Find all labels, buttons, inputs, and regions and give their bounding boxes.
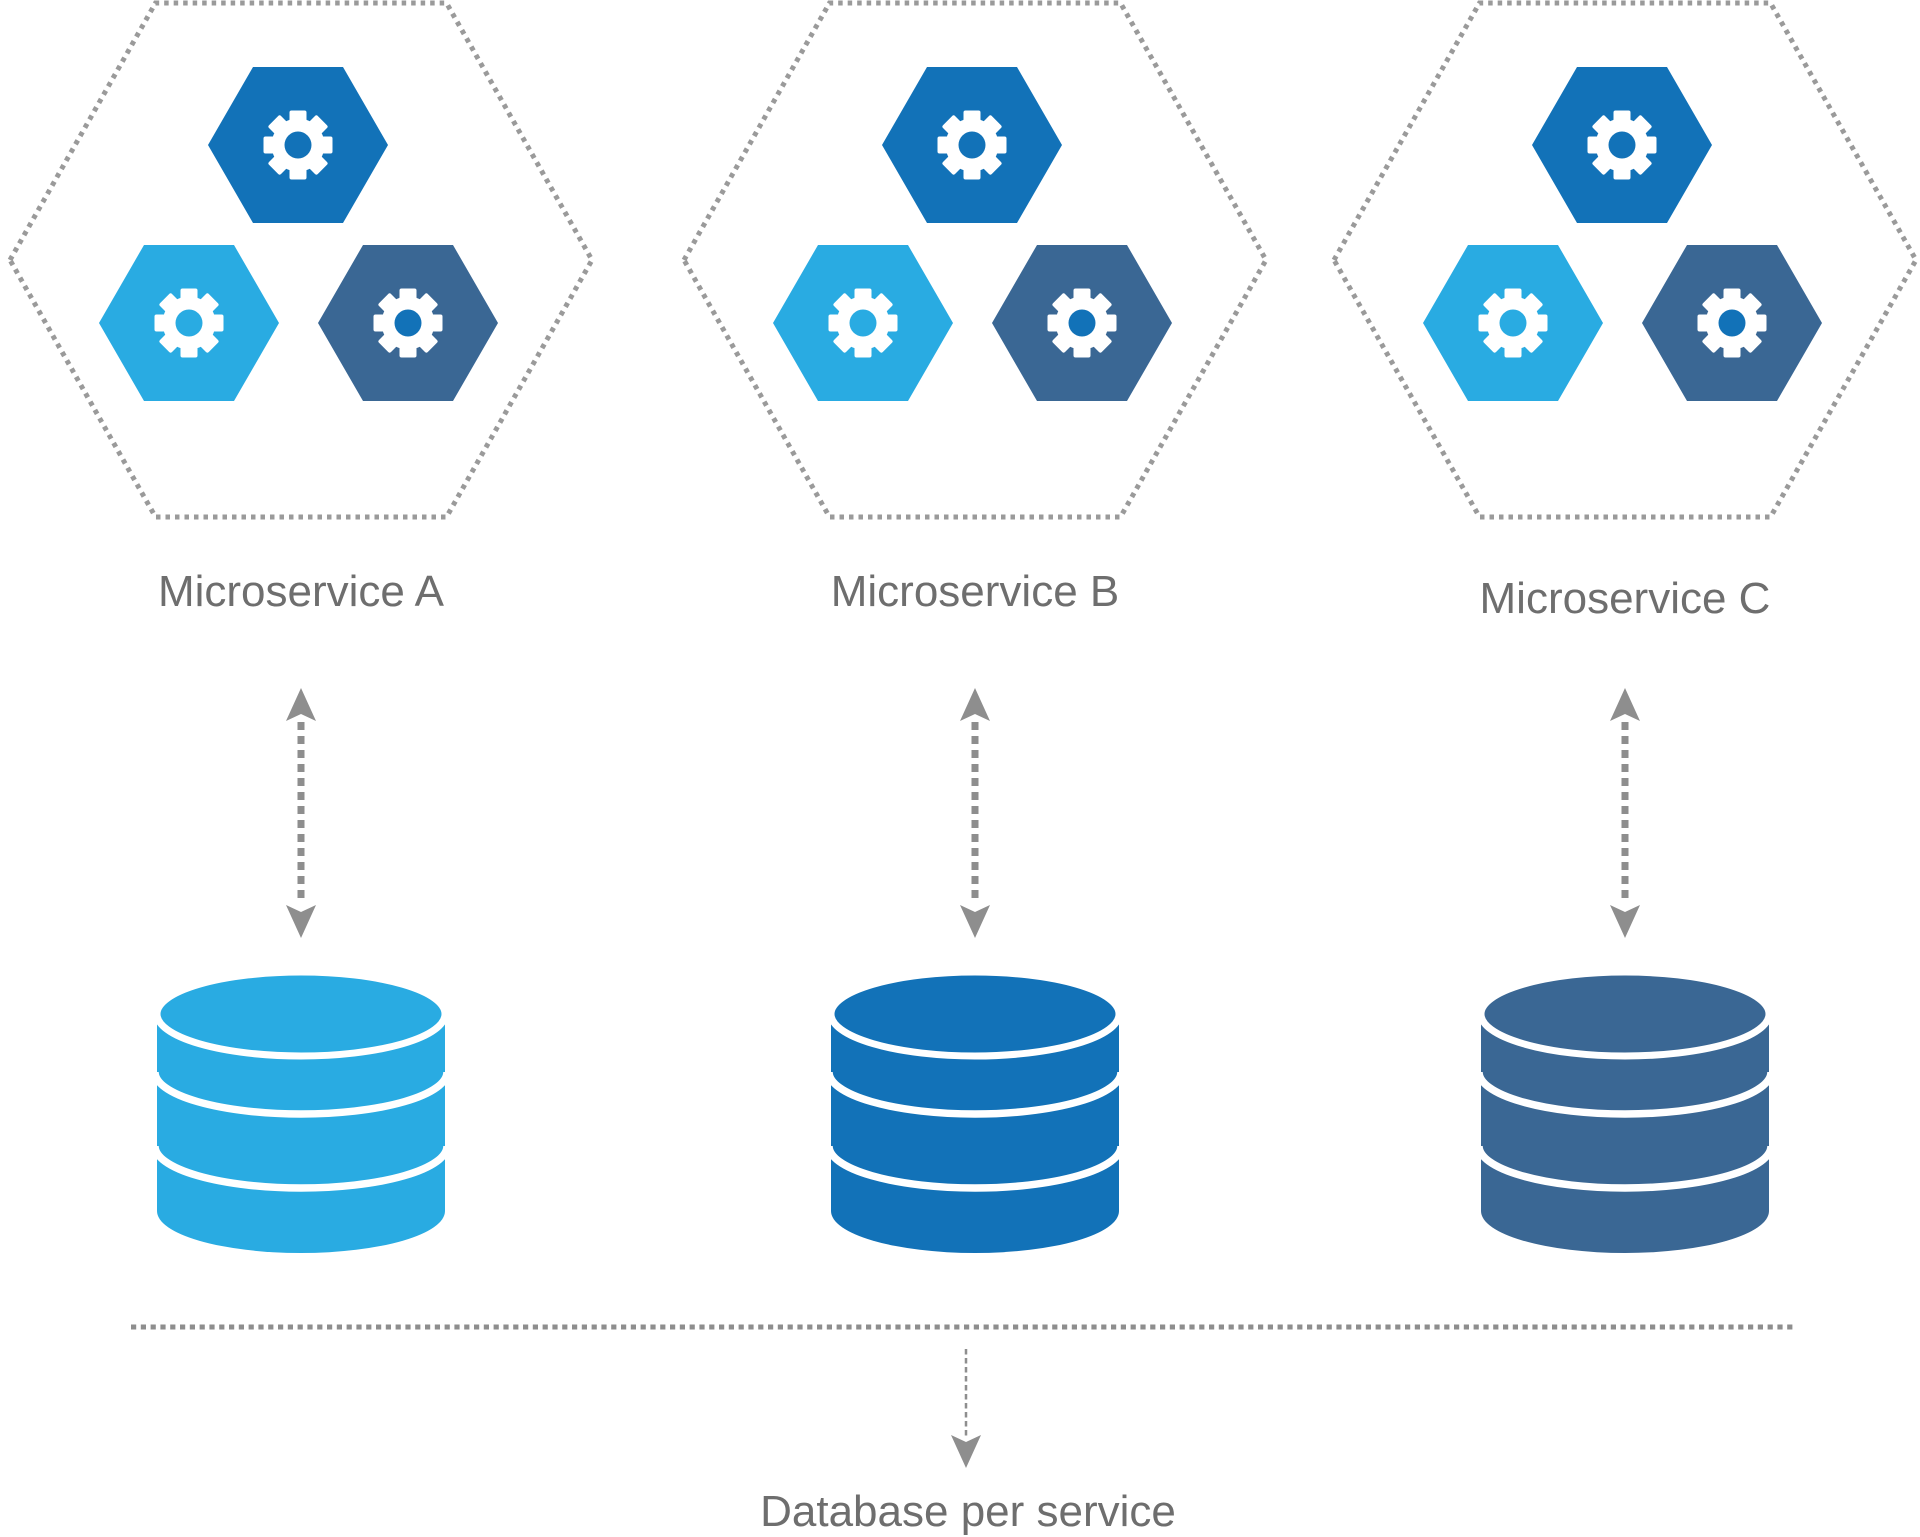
database-a (155, 972, 447, 1253)
diagram-title: Database per service (760, 1487, 1176, 1536)
microservice-a-label: Microservice A (158, 567, 445, 616)
microservice-b-label: Microservice B (831, 567, 1120, 616)
database-b (829, 972, 1121, 1253)
database-c (1479, 972, 1771, 1253)
microservice-a-cluster (10, 3, 592, 938)
microservice-b-cluster (684, 3, 1266, 938)
microservice-c-cluster (1334, 3, 1916, 938)
down-arrow-icon (951, 1349, 981, 1468)
microservice-c-label: Microservice C (1480, 574, 1771, 623)
down-arrow-head (951, 1435, 981, 1468)
